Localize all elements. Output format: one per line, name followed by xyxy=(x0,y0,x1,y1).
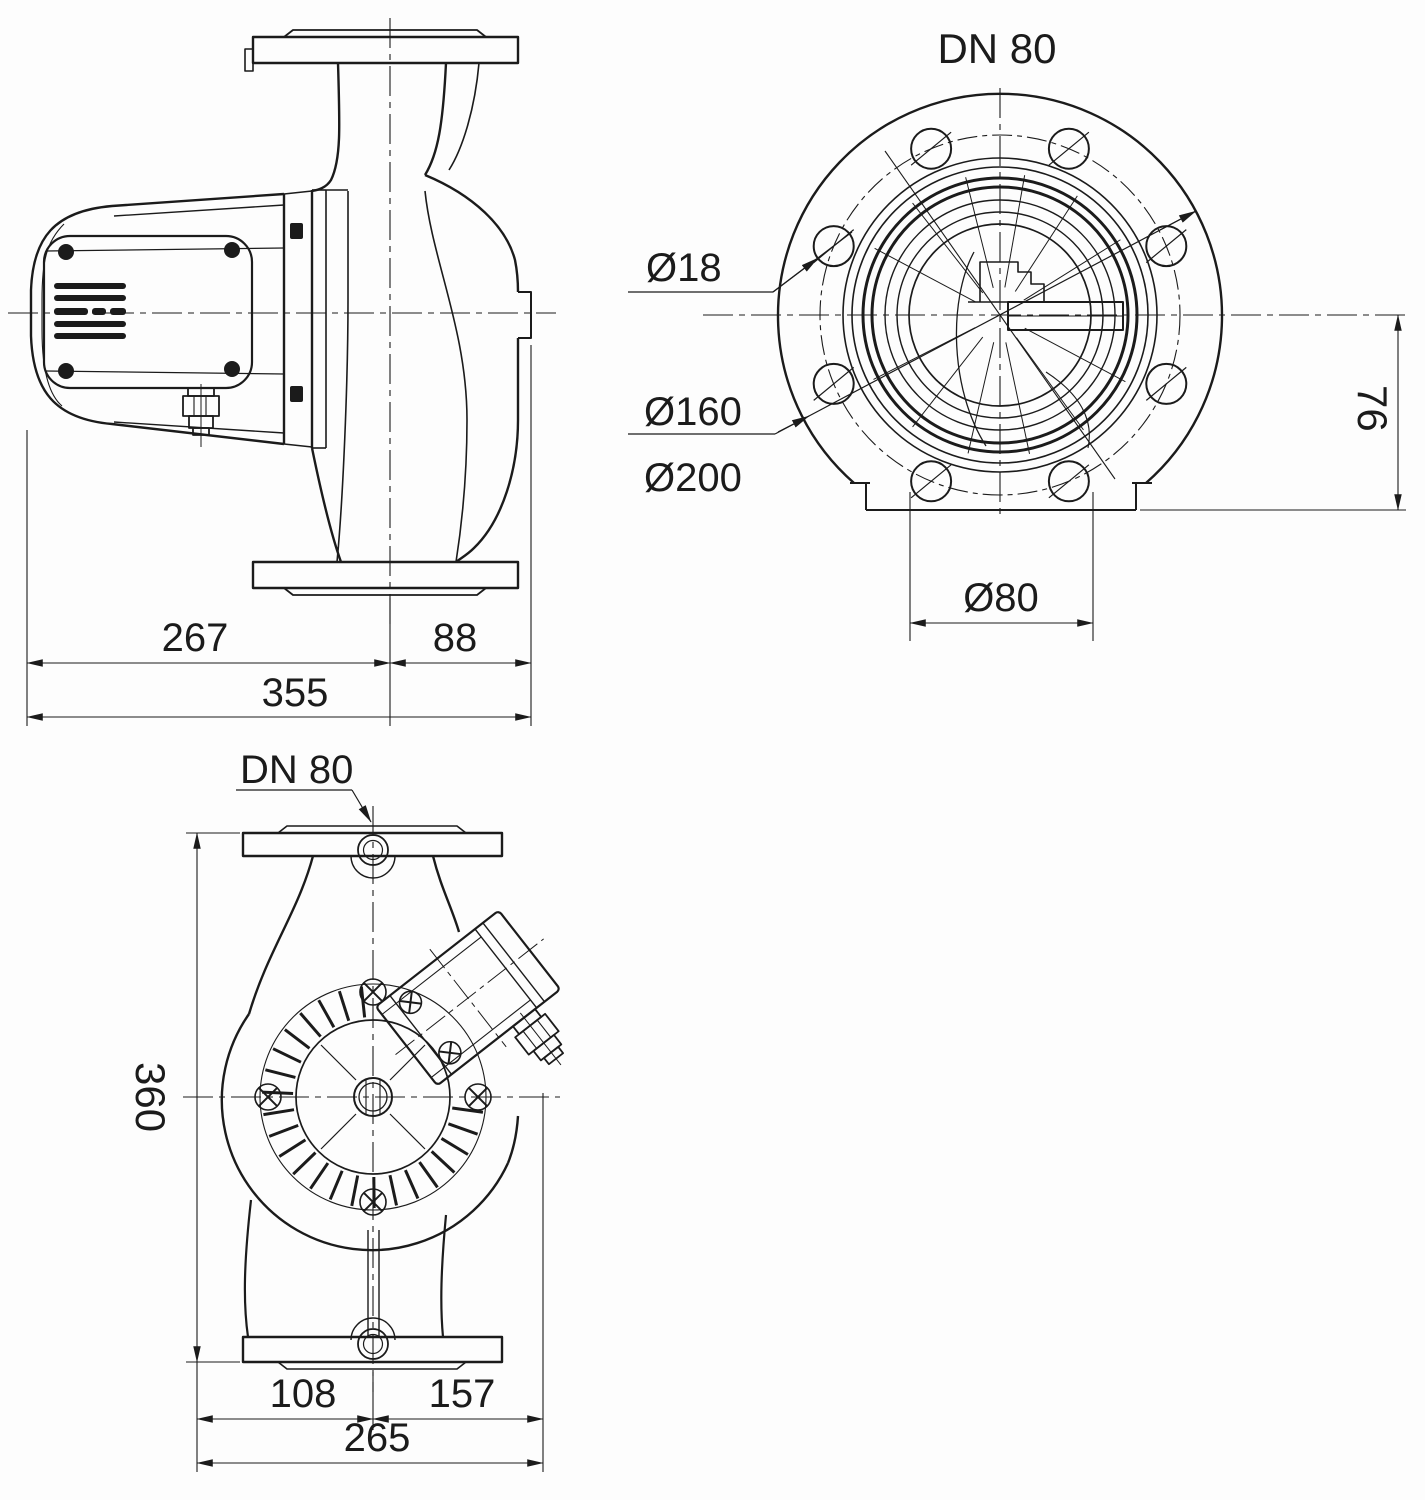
dim-267-label: 267 xyxy=(162,616,229,660)
motor-screws xyxy=(58,242,240,379)
dim-76: 76 xyxy=(1140,314,1406,511)
fin-ring-circle xyxy=(259,983,487,1211)
bolt-circle xyxy=(819,134,1181,496)
stator-circle xyxy=(295,1019,451,1175)
side-centerlines xyxy=(8,18,556,624)
dim-76-label: 76 xyxy=(1349,385,1396,432)
dim-360-label: 360 xyxy=(127,1062,174,1132)
dn80-leader xyxy=(236,789,372,823)
flange-title: DN 80 xyxy=(937,25,1056,72)
side-casing xyxy=(244,29,532,596)
side-motor xyxy=(29,192,285,447)
dim-88-label: 88 xyxy=(433,616,478,660)
dia80-label: Ø80 xyxy=(963,576,1039,620)
flange-view: DN 80 xyxy=(628,25,1408,641)
side-dimensions: 267 88 355 xyxy=(26,345,532,726)
dim-157-label: 157 xyxy=(429,1372,496,1416)
top-flange-plan xyxy=(241,831,504,858)
gasket-rings xyxy=(842,157,1158,473)
discharge-stub xyxy=(518,291,532,339)
shaft-detail xyxy=(955,251,1124,449)
flange-base xyxy=(850,482,1152,511)
motor-shell xyxy=(29,192,285,446)
flange-port-top xyxy=(350,834,396,879)
top-centerlines xyxy=(183,806,560,1392)
clamp-bolts xyxy=(290,223,303,402)
top-view-label: DN 80 xyxy=(240,748,353,792)
dia200-label: Ø200 xyxy=(644,456,742,500)
dim-355-label: 355 xyxy=(262,671,329,715)
impeller-spokes xyxy=(873,175,1126,455)
top-flange-side xyxy=(251,35,520,65)
bolt-holes xyxy=(812,127,1188,503)
cooling-fins xyxy=(262,986,484,1209)
cable-gland-top xyxy=(512,1008,565,1066)
side-view: 267 88 355 xyxy=(8,18,556,726)
bottom-flange-plan xyxy=(241,1335,504,1364)
bottom-neck xyxy=(243,1199,448,1338)
box-screws xyxy=(398,990,462,1065)
motor-face-plate xyxy=(42,234,254,390)
top-dimensions: 360 108 157 265 xyxy=(127,832,544,1472)
top-view: DN 80 xyxy=(127,748,565,1472)
dia18-label: Ø18 xyxy=(646,246,722,290)
dim-dia80: Ø80 xyxy=(909,492,1094,641)
flange-port-bottom xyxy=(350,1317,396,1360)
dia160-label: Ø160 xyxy=(644,390,742,434)
cable-gland-side xyxy=(182,384,220,447)
volute-outline xyxy=(220,855,520,1252)
dim-265-label: 265 xyxy=(344,1416,411,1460)
casing-screws xyxy=(254,978,492,1216)
flange-outer-circle xyxy=(776,92,1224,484)
flange-tab xyxy=(244,48,254,72)
terminal-box xyxy=(376,911,565,1085)
side-bracket xyxy=(282,189,327,449)
vent-slots xyxy=(54,283,126,339)
dim-108-label: 108 xyxy=(270,1372,337,1416)
bottom-flange-side xyxy=(251,560,520,590)
shaft-center xyxy=(320,1044,426,1150)
